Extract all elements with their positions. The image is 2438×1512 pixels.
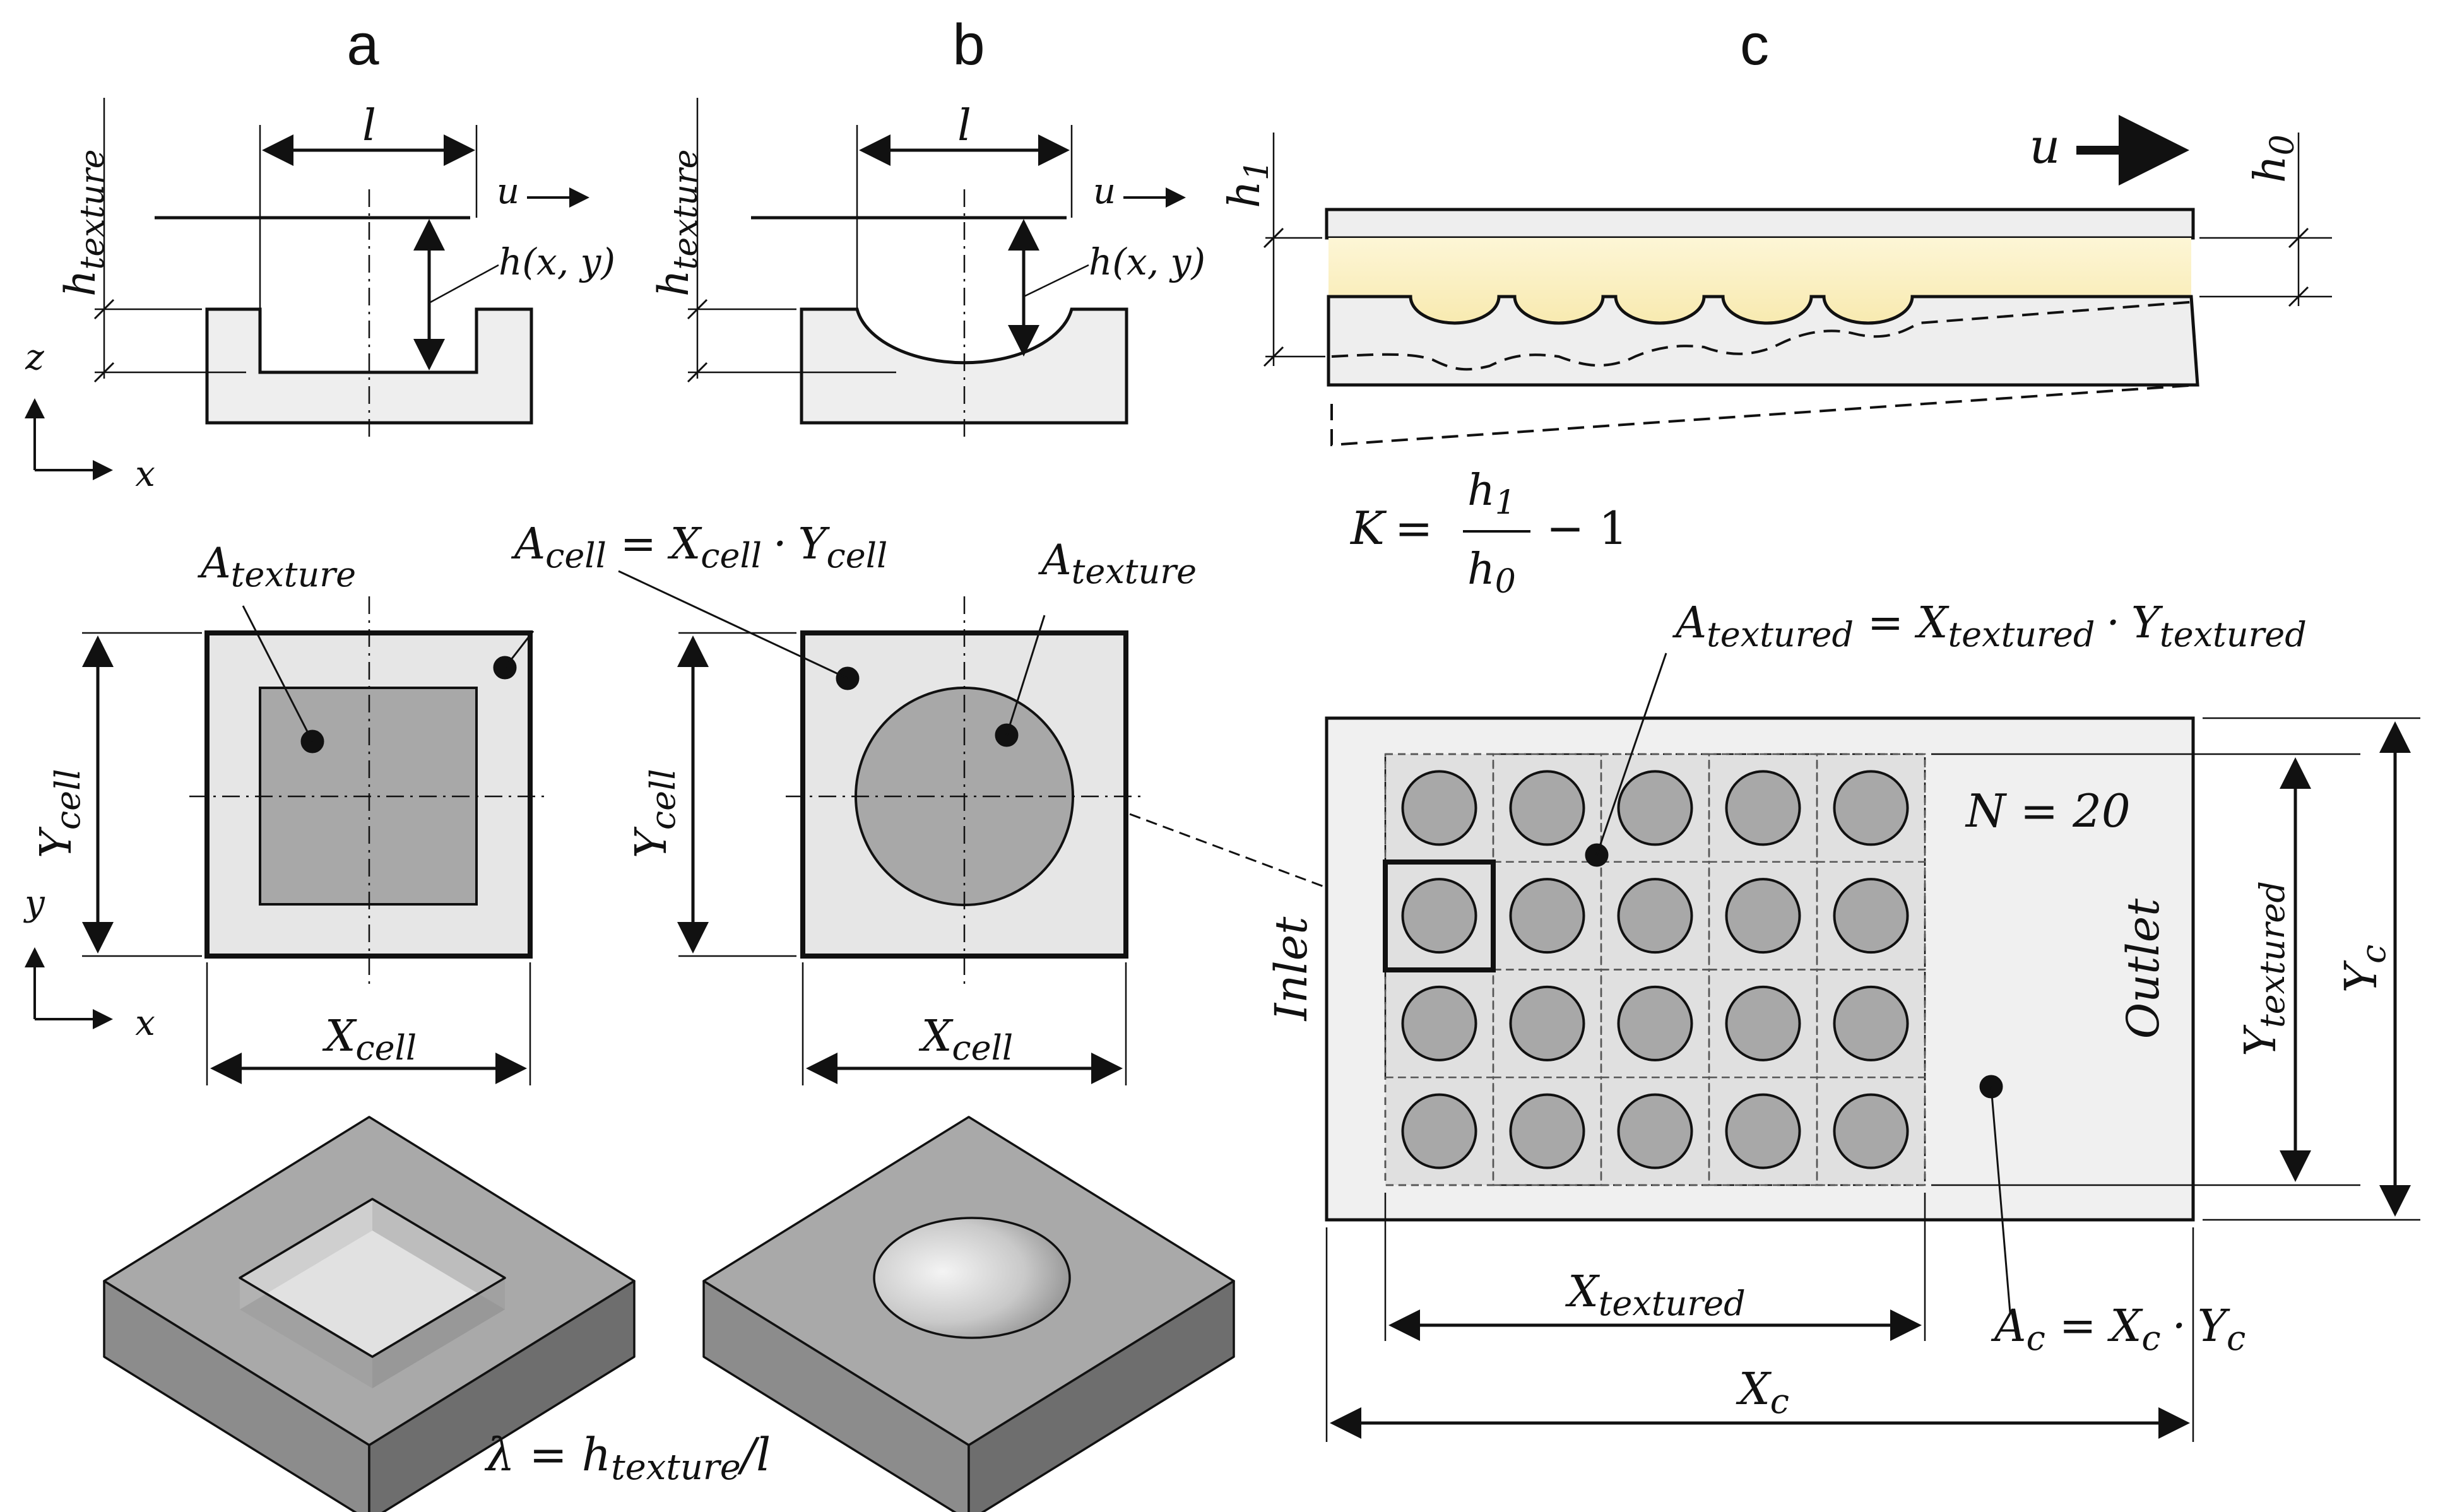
texture-dimple [1617, 985, 1693, 1061]
texture-dimple [1509, 878, 1585, 954]
textured-plate [1325, 653, 2420, 1442]
texture-dimple [1725, 770, 1801, 846]
texture-dimple [1401, 985, 1477, 1061]
svg-text:h0: h0 [1467, 545, 1516, 601]
axis-z-label: z [25, 337, 44, 378]
b-Y-cell-label: Ycell [627, 769, 683, 858]
A-textured-equation: Atextured=Xtextured·Ytextured [1672, 598, 2307, 654]
panel-label-a: a [346, 13, 379, 77]
section-a [93, 98, 589, 442]
iso-block-square [103, 1116, 636, 1512]
panel-label-c: c [1740, 13, 1769, 77]
b-A-texture-label: Atexture [1038, 536, 1197, 591]
texture-dimple [1833, 985, 1909, 1061]
A-c-equation: Ac=Xc·Yc [1991, 1300, 2246, 1358]
b-X-cell-label: Xcell [918, 1012, 1013, 1068]
texture-dimple [1509, 985, 1585, 1061]
texture-dimple [1617, 770, 1693, 846]
a-X-cell-label: Xcell [322, 1012, 417, 1068]
texture-dimple [1725, 878, 1801, 954]
a-A-texture-label: Atexture [197, 539, 356, 594]
texture-dimple [1401, 1093, 1477, 1169]
outlet-label: Outlet [2117, 898, 2169, 1039]
b-l-label: l [957, 101, 971, 151]
texture-dimple [1617, 878, 1693, 954]
texture-cell [1708, 1077, 1818, 1186]
texture-dimple [1725, 1093, 1801, 1169]
texture-dimple [1509, 770, 1585, 846]
a-u-label: u [497, 171, 519, 212]
lambda-equation: λ = htexture/l [484, 1428, 771, 1488]
b-h-texture-label: htexture [649, 149, 705, 297]
axes-yx [25, 947, 113, 1029]
Y-textured-label: Ytextured [2236, 881, 2292, 1056]
a-hxy-label: h(x, y) [499, 240, 615, 283]
A-cell-equation: Acell=Xcell·Ycell [511, 519, 887, 576]
cell-grid [1384, 753, 1926, 1186]
texture-cell [1384, 1077, 1494, 1186]
c-u-label: u [2030, 118, 2061, 174]
a-h-texture-label: htexture [56, 149, 112, 297]
iso-block-dimple [702, 1116, 1235, 1512]
texture-dimple [1509, 1093, 1585, 1169]
X-textured-label: Xtextured [1565, 1267, 1745, 1323]
K-equation: K = h1 h0 − 1 [1349, 466, 1628, 601]
X-c-label: Xc [1736, 1363, 1789, 1421]
cell-a-topview [82, 596, 549, 1085]
N-label: N = 20 [1965, 784, 2131, 837]
svg-text:h1: h1 [1467, 466, 1516, 522]
cell-b-topview [618, 570, 1392, 1085]
svg-text:=: = [1395, 502, 1433, 555]
c-h0-label: h0 [2246, 134, 2302, 183]
axes-zx [25, 398, 113, 480]
texture-dimple [1401, 878, 1477, 954]
a-l-label: l [362, 101, 376, 151]
axis-y-label: y [23, 883, 45, 924]
texture-cell [1492, 1077, 1602, 1186]
b-u-label: u [1093, 171, 1116, 212]
a-Y-cell-label: Ycell [32, 769, 88, 858]
svg-text:K: K [1349, 502, 1387, 555]
texture-cell [1600, 1077, 1710, 1186]
bearing-section [1263, 115, 2332, 447]
section-b [687, 98, 1186, 442]
Y-c-label: Yc [2335, 945, 2393, 993]
texture-dimple [1833, 1093, 1909, 1169]
axis-x-label-mid: x [135, 1003, 155, 1044]
texture-dimple [1617, 1093, 1693, 1169]
panel-label-b: b [952, 13, 985, 77]
texture-dimple [1401, 770, 1477, 846]
texture-cell [1816, 1077, 1926, 1186]
texture-dimple [1833, 878, 1909, 954]
inlet-label: Inlet [1265, 916, 1317, 1022]
axis-x-label-top: x [135, 454, 155, 495]
texture-dimple [1833, 770, 1909, 846]
b-hxy-label: h(x, y) [1089, 240, 1205, 283]
texture-dimple [1725, 985, 1801, 1061]
svg-text:− 1: − 1 [1546, 502, 1628, 555]
c-h1-label: h1 [1220, 160, 1276, 208]
